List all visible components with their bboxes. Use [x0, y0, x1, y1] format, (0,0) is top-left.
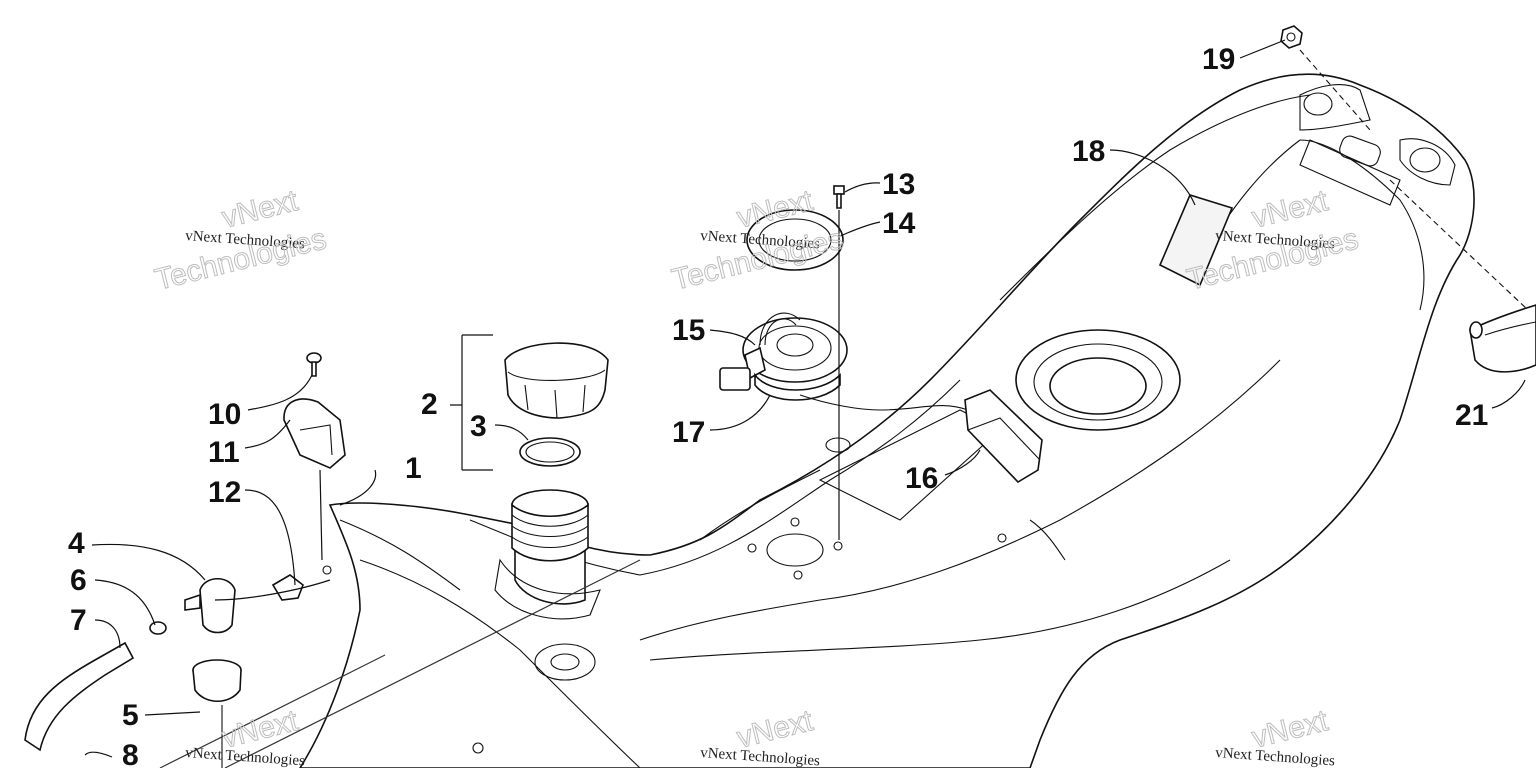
callout-1: 1: [405, 452, 422, 485]
grommet: [192, 659, 242, 768]
callout-13: 13: [882, 168, 915, 201]
callout-7: 7: [70, 604, 87, 637]
svg-text:vNext Technologies: vNext Technologies: [185, 745, 306, 768]
callout-12: 12: [208, 476, 241, 509]
callout-19: 19: [1202, 43, 1235, 76]
callout-18: 18: [1072, 135, 1105, 168]
clip-nut: [271, 574, 304, 601]
fuel-cap: [504, 342, 609, 419]
vent-hose: [24, 641, 135, 752]
callout-6: 6: [70, 564, 87, 597]
bolt-small: [306, 352, 322, 377]
svg-text:vNext: vNext: [219, 704, 302, 755]
callout-15: 15: [672, 314, 705, 347]
mount-bracket: [1469, 304, 1536, 373]
callout-10: 10: [208, 398, 241, 431]
callout-8: 8: [122, 739, 139, 768]
vent-valve: [184, 577, 236, 634]
watermark-bottom-left: vNext vNext Technologies: [185, 704, 306, 768]
fuel-sender-float: [799, 389, 1043, 484]
hose-clamp: [149, 621, 167, 635]
o-ring: [519, 437, 581, 467]
svg-text:vNext: vNext: [219, 184, 302, 235]
callout-5: 5: [122, 699, 139, 732]
hose-clip: [283, 398, 346, 469]
pump-opening: [1015, 329, 1181, 431]
callout-4: 4: [68, 527, 85, 560]
foam-pad: [1158, 194, 1234, 287]
callout-21: 21: [1455, 399, 1488, 432]
callout-3: 3: [470, 410, 487, 443]
svg-text:vNext Technologies: vNext Technologies: [700, 745, 821, 768]
pump-retainer-ring: [746, 209, 844, 271]
callout-16: 16: [905, 462, 938, 495]
watermark-bottom-right: vNext vNext Technologies: [1215, 704, 1336, 768]
svg-text:vNext Technologies: vNext Technologies: [1215, 745, 1336, 768]
callout-17: 17: [672, 416, 705, 449]
callout-11: 11: [208, 436, 240, 469]
fuel-pump: [719, 312, 848, 401]
callout-2: 2: [421, 388, 438, 421]
callout-14: 14: [882, 207, 916, 240]
watermark-top-center: vNext vNext Technologies Technologies: [668, 184, 847, 298]
svg-text:vNext: vNext: [1249, 704, 1332, 755]
filler-neck: [494, 489, 601, 620]
watermark-top-left: vNext vNext Technologies Technologies: [151, 184, 330, 298]
bolt: [833, 185, 845, 209]
nut: [1280, 25, 1303, 49]
